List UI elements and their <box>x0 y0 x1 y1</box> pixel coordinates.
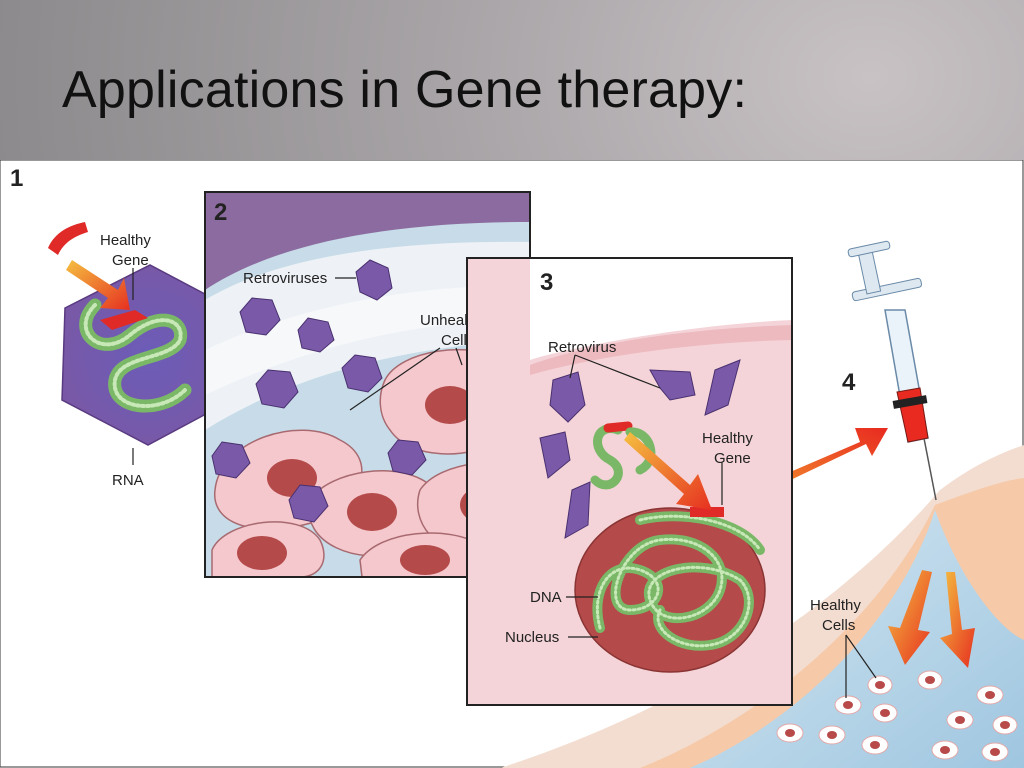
healthy-cell <box>981 742 1009 762</box>
retrovirus-fragment <box>549 371 586 423</box>
healthy-cell <box>931 740 959 760</box>
unhealthy-cell <box>211 521 325 578</box>
healthy-cell <box>776 723 804 743</box>
gene-insertion-arrow <box>624 432 712 510</box>
retrovirus-particle <box>355 259 393 301</box>
retrovirus-particle <box>297 317 335 353</box>
insertion-arrow <box>66 260 130 310</box>
retrovirus-fragment <box>564 481 591 539</box>
down-arrow-right <box>940 572 975 668</box>
label-nucleus: Nucleus <box>505 629 559 646</box>
label-healthy-gene-3b: Gene <box>714 450 751 467</box>
nucleus <box>574 507 766 673</box>
retrovirus-particle <box>255 369 299 409</box>
label-healthy-gene-3a: Healthy <box>702 430 753 447</box>
healthy-cell <box>834 695 862 715</box>
healthy-cell <box>872 703 898 723</box>
retrovirus-fragment <box>649 369 696 401</box>
healthy-gene-segment <box>100 310 148 330</box>
panel-number-2: 2 <box>214 199 227 226</box>
slide-title: Applications in Gene therapy: <box>62 61 748 119</box>
retrovirus-particle <box>387 439 427 476</box>
label-healthy-gene-1b: Gene <box>112 252 149 269</box>
panel-number-1: 1 <box>10 165 23 192</box>
healthy-cell <box>861 735 889 755</box>
retrovirus-particle <box>239 297 281 336</box>
healthy-cell <box>818 725 846 745</box>
healthy-cell <box>867 675 893 695</box>
retrovirus-fragment <box>704 359 741 416</box>
gene-therapy-diagram: 1 Healthy Gene RNA <box>0 160 1024 768</box>
retrovirus-particle <box>211 441 251 479</box>
retrovirus-particle <box>288 484 329 523</box>
healthy-cell <box>946 710 974 730</box>
panel-number-4: 4 <box>842 369 856 396</box>
released-rna-strand <box>590 424 623 490</box>
healthy-cell <box>992 715 1018 735</box>
label-retroviruses: Retroviruses <box>243 270 327 287</box>
healthy-cell <box>917 670 943 690</box>
label-healthy-cells-b: Cells <box>822 617 855 634</box>
skin-tissue <box>500 445 1024 768</box>
label-healthy-cells-a: Healthy <box>810 597 861 614</box>
retrovirus-fragment <box>539 431 571 479</box>
panel-number-3: 3 <box>540 269 553 296</box>
label-rna: RNA <box>112 472 144 489</box>
unhealthy-cell <box>359 532 494 578</box>
inserted-healthy-gene <box>690 507 724 517</box>
label-retrovirus: Retrovirus <box>548 339 616 356</box>
retrovirus-particle <box>341 354 383 393</box>
label-dna: DNA <box>530 589 562 606</box>
dna-strand <box>592 511 765 651</box>
healthy-cell <box>976 685 1004 705</box>
syringe <box>847 240 937 501</box>
free-gene-fragment <box>48 222 88 255</box>
healthy-cells-group <box>776 670 1018 762</box>
down-arrow-left <box>888 570 932 665</box>
label-healthy-gene-1a: Healthy <box>100 232 151 249</box>
panel-3 <box>466 257 793 706</box>
